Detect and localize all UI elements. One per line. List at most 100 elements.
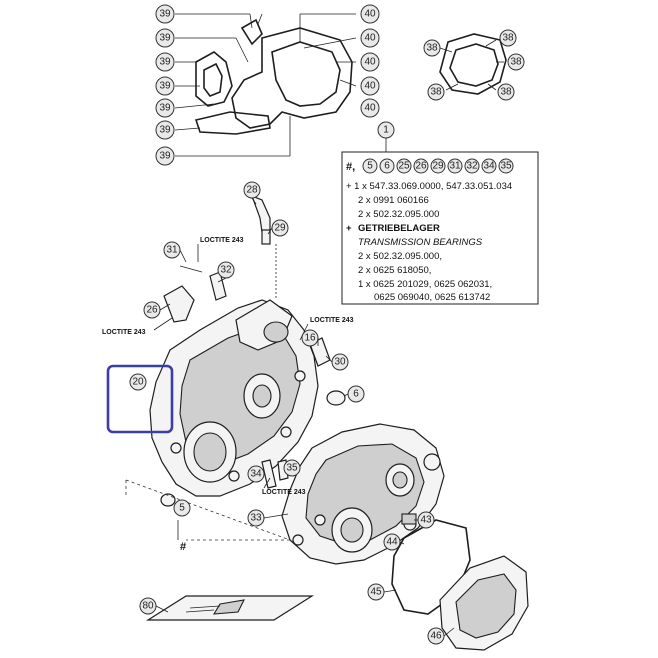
callout: 40 (360, 76, 380, 96)
callout: 29 (271, 219, 289, 237)
svg-text:40: 40 (364, 33, 376, 44)
callout: 38 (499, 29, 517, 47)
svg-text:80: 80 (142, 601, 154, 612)
cover-gasket (439, 33, 507, 95)
svg-text:38: 38 (502, 33, 514, 44)
kit-number: 34 (483, 161, 495, 172)
bearing-line: 2 x 502.32.095.000, (358, 251, 442, 262)
callout: 38 (423, 39, 441, 57)
svg-text:20: 20 (132, 377, 144, 388)
svg-text:34: 34 (250, 469, 262, 480)
svg-text:26: 26 (146, 305, 158, 316)
svg-text:45: 45 (370, 587, 382, 598)
callout: 44 (383, 533, 401, 551)
svg-text:29: 29 (274, 223, 286, 234)
callout: 40 (360, 4, 380, 24)
svg-text:38: 38 (430, 87, 442, 98)
kit-number: 35 (500, 161, 512, 172)
svg-text:39: 39 (159, 151, 171, 162)
left-crankcase-half (149, 299, 319, 497)
gasket-kit-outline (125, 479, 291, 541)
svg-text:33: 33 (250, 513, 262, 524)
callout: 33 (247, 509, 265, 527)
callout: 32 (217, 261, 235, 279)
callout: 39 (155, 76, 175, 96)
bearings-plus: + (346, 223, 352, 234)
loctite-label: LOCTITE 243 (200, 237, 244, 244)
svg-text:39: 39 (159, 57, 171, 68)
kit-hash: #, (346, 161, 355, 173)
svg-text:35: 35 (286, 463, 298, 474)
callout: 38 (507, 53, 525, 71)
svg-text:40: 40 (364, 57, 376, 68)
kit-line: + 1 x 547.33.069.0000, 547.33.051.034 (346, 181, 512, 192)
callout-bubbles: 39 40 39 40 39 40 39 40 39 40 39 39 38 3… (129, 4, 525, 645)
hash-mark: # (180, 541, 186, 553)
svg-text:46: 46 (430, 631, 442, 642)
svg-text:39: 39 (159, 33, 171, 44)
part-highlight-box[interactable] (106, 364, 174, 434)
callout: 34 (247, 465, 265, 483)
loctite-label: LOCTITE 243 (262, 489, 306, 496)
bearings-title: GETRIEBELAGER (358, 223, 440, 234)
callout: 6 (347, 385, 365, 403)
callout: 45 (367, 583, 385, 601)
svg-text:16: 16 (304, 333, 316, 344)
svg-text:40: 40 (364, 103, 376, 114)
callout: 40 (360, 98, 380, 118)
callout: 46 (427, 627, 445, 645)
svg-text:38: 38 (500, 87, 512, 98)
right-crankcase-half (281, 423, 445, 565)
ignition-cover (391, 517, 529, 651)
bearings-subtitle: TRANSMISSION BEARINGS (358, 237, 483, 248)
callout: 26 (143, 301, 161, 319)
kit-number-row: 5 6 25 26 29 31 32 34 35 (362, 158, 514, 174)
svg-text:30: 30 (334, 357, 346, 368)
kit-number: 6 (384, 161, 390, 172)
svg-text:40: 40 (364, 9, 376, 20)
callout: 39 (155, 28, 175, 48)
kit-line: 2 x 0991 060166 (358, 195, 429, 206)
callout: 39 (155, 52, 175, 72)
callout: 28 (243, 181, 261, 199)
svg-text:5: 5 (179, 503, 185, 514)
bearing-line: 0625 069040, 0625 613742 (374, 292, 490, 303)
small-parts (160, 13, 417, 525)
callout: 31 (163, 241, 181, 259)
svg-text:39: 39 (159, 103, 171, 114)
bearing-line: 1 x 0625 201029, 0625 062031, (358, 279, 492, 290)
svg-text:32: 32 (220, 265, 232, 276)
kit-line: 2 x 502.32.095.000 (358, 209, 439, 220)
manual-booklet (145, 595, 315, 621)
kit-number: 25 (398, 161, 410, 172)
svg-text:39: 39 (159, 81, 171, 92)
kit-number: 29 (432, 161, 444, 172)
loctite-label: LOCTITE 243 (310, 317, 354, 324)
svg-text:38: 38 (426, 43, 438, 54)
callout: 35 (283, 459, 301, 477)
svg-text:38: 38 (510, 57, 522, 68)
svg-text:28: 28 (246, 185, 258, 196)
callout: 20 (129, 373, 147, 391)
callout: 40 (360, 52, 380, 72)
callout: 5 (173, 499, 191, 517)
svg-text:39: 39 (159, 9, 171, 20)
callout-leaders (155, 197, 455, 637)
callout: 30 (331, 353, 349, 371)
callout: 40 (360, 28, 380, 48)
svg-text:43: 43 (420, 515, 432, 526)
callout: 39 (155, 98, 175, 118)
crankcase-gasket-set (194, 18, 353, 135)
kit-number: 5 (367, 161, 373, 172)
kit-info-box: #, 5 6 25 26 29 31 32 34 35 + 1 x 547.33… (341, 138, 539, 305)
callout: 43 (417, 511, 435, 529)
svg-text:39: 39 (159, 125, 171, 136)
kit-number: 26 (415, 161, 427, 172)
callout: 1 (377, 121, 395, 139)
callout: 39 (155, 4, 175, 24)
bearing-line: 2 x 0625 618050, (358, 265, 431, 276)
kit-number: 31 (449, 161, 461, 172)
kit-number: 32 (466, 161, 478, 172)
callout: 39 (155, 120, 175, 140)
loctite-label: LOCTITE 243 (102, 329, 146, 336)
